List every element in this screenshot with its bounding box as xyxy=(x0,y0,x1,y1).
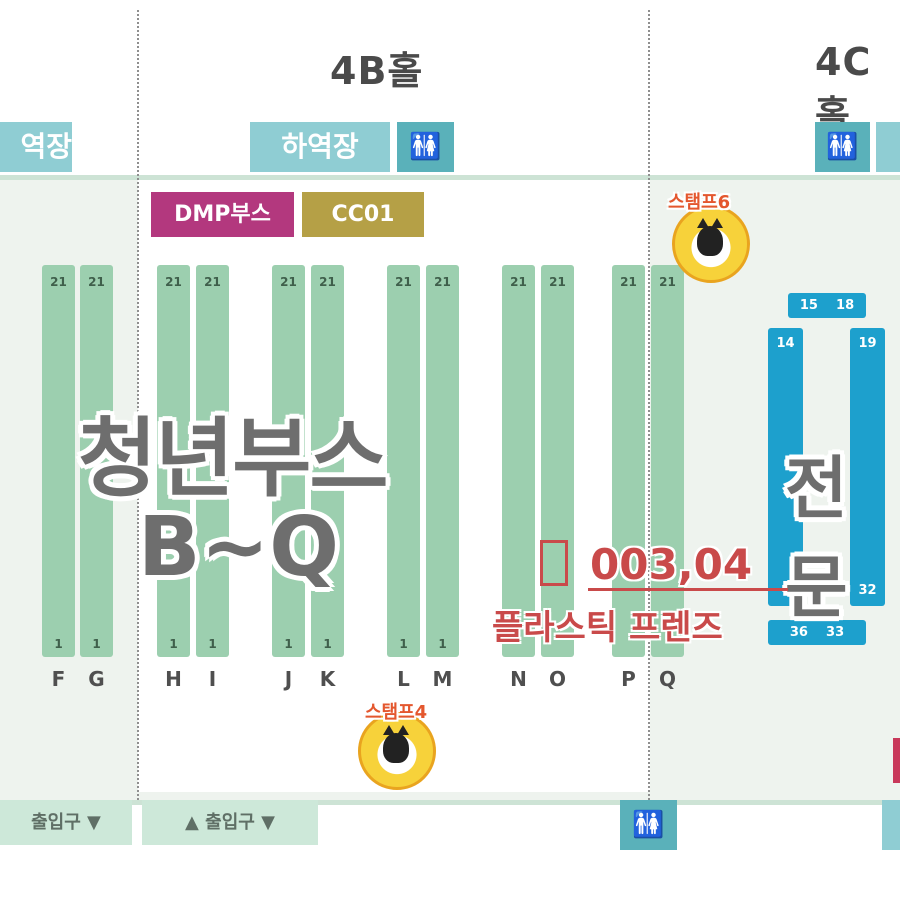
aisle-bottom-number: 1 xyxy=(92,637,101,651)
restroom-icon: 🚻 xyxy=(620,800,677,850)
entrance-left[interactable]: 출입구 ▼ xyxy=(0,800,132,845)
aisle-top-number: 21 xyxy=(395,275,412,289)
restroom-icon: 🚻 xyxy=(397,122,454,172)
aisle-top-number: 21 xyxy=(204,275,221,289)
hall-divider-left xyxy=(137,10,139,800)
aisle-K[interactable]: 21 1 xyxy=(311,265,344,657)
booth-num-19: 19 xyxy=(858,336,877,351)
aisle-letter: G xyxy=(88,667,105,691)
booth-num-15: 15 xyxy=(799,298,818,313)
aisle-letter: I xyxy=(208,667,217,691)
pink-marker xyxy=(893,738,900,783)
stamp-6-badge[interactable] xyxy=(672,205,750,283)
aisle-Q[interactable]: 21 xyxy=(651,265,684,657)
highlight-booth-code: 003,04 xyxy=(590,540,753,589)
booth-num-32: 32 xyxy=(858,583,877,598)
hall-4c-loading-dock xyxy=(876,122,900,172)
cat-mascot-icon xyxy=(697,218,723,256)
aisle-top-number: 21 xyxy=(319,275,336,289)
aisle-top-number: 21 xyxy=(50,275,67,289)
cat-mascot-icon xyxy=(383,725,409,763)
youth-booth-range: B~Q xyxy=(138,500,339,595)
left-loading-dock: 역장 xyxy=(0,122,72,172)
hall-4b-title: 4B홀 xyxy=(330,49,424,93)
aisle-F[interactable]: 21 1 xyxy=(42,265,75,657)
aisle-G[interactable]: 21 1 xyxy=(80,265,113,657)
booth-num-33: 33 xyxy=(826,625,845,640)
entrance-hall-4b[interactable]: ▲ 출입구 ▼ xyxy=(142,800,318,845)
aisle-letter: N xyxy=(510,667,527,691)
aisle-letter: F xyxy=(51,667,66,691)
aisle-bottom-number: 1 xyxy=(323,637,332,651)
aisle-letter: Q xyxy=(658,667,676,691)
cc01-tag: CC01 xyxy=(302,192,424,237)
aisle-letter: P xyxy=(621,667,636,691)
hall-4b-loading-dock: 하역장 xyxy=(250,122,390,172)
pro-booth-row-bottom[interactable]: 36 33 xyxy=(768,620,866,645)
aisle-letter: K xyxy=(319,667,336,691)
aisle-top-number: 21 xyxy=(165,275,182,289)
restroom-icon: 🚻 xyxy=(815,122,870,172)
aisle-letter: H xyxy=(165,667,182,691)
stamp-4-label: 스탬프4 xyxy=(365,702,428,723)
aisle-top-number: 21 xyxy=(280,275,297,289)
aisle-top-number: 21 xyxy=(88,275,105,289)
dmp-booth-tag: DMP부스 xyxy=(151,192,294,237)
aisle-letter: J xyxy=(284,667,293,691)
aisle-H[interactable]: 21 1 xyxy=(157,265,190,657)
hall-4c-bottom-marker xyxy=(882,800,900,850)
hall-divider-right xyxy=(648,10,650,800)
aisle-P[interactable]: 21 xyxy=(612,265,645,657)
aisle-bottom-number: 1 xyxy=(169,637,178,651)
aisle-bottom-number: 1 xyxy=(54,637,63,651)
aisle-L[interactable]: 21 1 xyxy=(387,265,420,657)
booth-num-18: 18 xyxy=(836,298,855,313)
pro-booth-label: 전문 xyxy=(785,450,848,628)
aisle-letter: M xyxy=(432,667,453,691)
aisle-letter: L xyxy=(397,667,410,691)
booth-num-14: 14 xyxy=(776,336,795,351)
aisle-O[interactable]: 21 xyxy=(541,265,574,657)
aisle-bottom-number: 1 xyxy=(399,637,408,651)
aisle-top-number: 21 xyxy=(549,275,566,289)
aisle-letter: O xyxy=(548,667,566,691)
youth-booth-title: 청년부스 xyxy=(78,409,388,509)
aisle-J[interactable]: 21 1 xyxy=(272,265,305,657)
pro-booth-column-left[interactable]: 14 xyxy=(768,328,803,606)
stamp-6-label: 스탬프6 xyxy=(668,192,731,213)
booth-num-36: 36 xyxy=(789,625,808,640)
left-dock-label: 역장 xyxy=(20,130,72,163)
highlight-booth-name: 플라스틱 프렌즈 xyxy=(492,608,723,648)
aisle-top-number: 21 xyxy=(510,275,527,289)
stamp-4-badge[interactable] xyxy=(358,712,436,790)
aisle-M[interactable]: 21 1 xyxy=(426,265,459,657)
pro-booth-column-right[interactable]: 19 32 xyxy=(850,328,885,606)
highlight-marker-box xyxy=(540,540,568,586)
aisle-N[interactable]: 21 xyxy=(502,265,535,657)
aisle-bottom-number: 1 xyxy=(208,637,217,651)
aisle-top-number: 21 xyxy=(659,275,676,289)
pro-booth-row-top[interactable]: 15 18 xyxy=(788,293,866,318)
aisle-I[interactable]: 21 1 xyxy=(196,265,229,657)
aisle-bottom-number: 1 xyxy=(438,637,447,651)
hall-4b-dock-label: 하역장 xyxy=(281,130,359,163)
aisle-top-number: 21 xyxy=(620,275,637,289)
aisle-bottom-number: 1 xyxy=(284,637,293,651)
highlight-underline xyxy=(588,588,788,591)
aisle-top-number: 21 xyxy=(434,275,451,289)
